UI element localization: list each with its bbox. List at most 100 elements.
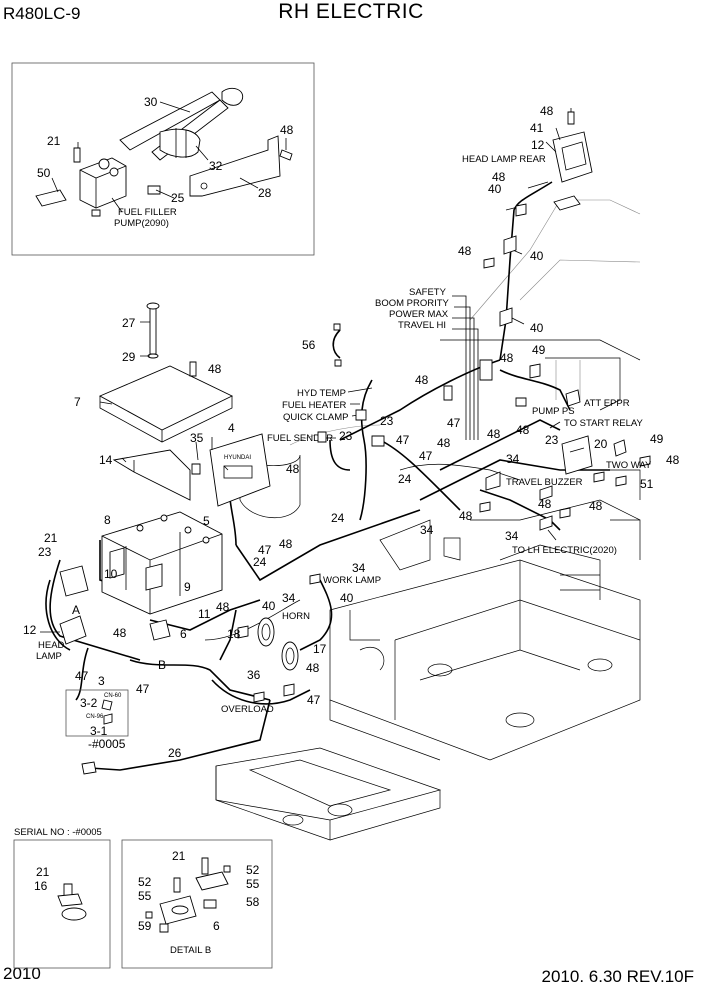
bolt-48a bbox=[279, 149, 293, 161]
label-58: 58 bbox=[246, 895, 260, 909]
label-34-c: 34 bbox=[352, 561, 366, 575]
label-att-eppr: ATT EPPR bbox=[584, 398, 630, 409]
head-lamp-12 bbox=[59, 615, 87, 645]
label-48-n: 48 bbox=[589, 499, 603, 513]
battery-area: HYUNDAI 27 29 48 7 35 4 14 8 5 21 23 10 … bbox=[38, 302, 271, 617]
label-21: 21 bbox=[47, 134, 61, 148]
label-fuel-heater: FUEL HEATER bbox=[282, 400, 347, 411]
horn-right bbox=[281, 641, 299, 671]
label-48-j: 48 bbox=[487, 427, 501, 441]
label-12: 12 bbox=[531, 138, 545, 152]
label-48-f: 48 bbox=[500, 351, 514, 365]
bolt-48-d bbox=[483, 257, 495, 269]
revision-stamp: 2010. 6.30 REV.10F bbox=[541, 967, 695, 986]
batteries bbox=[101, 511, 223, 615]
label-27: 27 bbox=[122, 316, 136, 330]
label-52-a: 52 bbox=[246, 863, 260, 877]
label-47-b: 47 bbox=[419, 449, 433, 463]
label-hyd-temp: HYD TEMP bbox=[297, 388, 346, 399]
label-26: 26 bbox=[168, 746, 182, 760]
label-16: 16 bbox=[34, 879, 48, 893]
head-lamp-rear: 48 41 12 HEAD LAMP REAR 48 40 bbox=[462, 104, 593, 211]
fuel-sender bbox=[317, 431, 327, 443]
label-48-p: 48 bbox=[279, 537, 293, 551]
label-fuel-filler: FUEL FILLER bbox=[118, 207, 177, 218]
label-51: 51 bbox=[640, 477, 654, 491]
label-50: 50 bbox=[37, 166, 51, 180]
label-overload: OVERLOAD bbox=[221, 704, 274, 715]
label-pump-2090: PUMP(2090) bbox=[114, 218, 169, 229]
battery-relay-A bbox=[59, 565, 89, 597]
right-components: 48 40 40 ATT EPPR PUMP PS TO START RELAY… bbox=[420, 203, 680, 556]
label-48-s: 48 bbox=[113, 626, 127, 640]
label-25: 25 bbox=[171, 191, 185, 205]
label-47-c: 47 bbox=[258, 543, 272, 557]
label-48-c: 48 bbox=[492, 170, 506, 184]
label-48: 48 bbox=[280, 123, 294, 137]
label-travel-buzzer: TRAVEL BUZZER bbox=[506, 477, 583, 488]
label-47-a2: 47 bbox=[396, 433, 410, 447]
label-23-d: 23 bbox=[38, 545, 52, 559]
label-48-r: 48 bbox=[306, 661, 320, 675]
sensor-labels: SAFETY BOOM PRORITY POWER MAX TRAVEL HI bbox=[375, 287, 479, 440]
label-21-d: 21 bbox=[172, 849, 186, 863]
label-23-c: 23 bbox=[545, 433, 559, 447]
label-horn: HORN bbox=[282, 611, 310, 622]
label-47-d: 47 bbox=[75, 669, 89, 683]
label-34-d: 34 bbox=[282, 591, 296, 605]
label-21-c: 21 bbox=[36, 865, 50, 879]
att-eppr bbox=[565, 389, 581, 407]
label-47-e: 47 bbox=[136, 682, 150, 696]
page-number: 2010 bbox=[3, 964, 41, 983]
label-40-a: 40 bbox=[488, 182, 502, 196]
plate-55-top bbox=[195, 871, 229, 891]
label-34-e: 34 bbox=[505, 529, 519, 543]
label-detail-b: DETAIL B bbox=[170, 945, 211, 956]
serial-box bbox=[13, 839, 111, 969]
label-48-o: 48 bbox=[459, 509, 473, 523]
label-work-lamp: WORK LAMP bbox=[323, 575, 381, 586]
label-24-b: 24 bbox=[331, 511, 345, 525]
bolt-48-top bbox=[567, 111, 575, 125]
bolt-21a bbox=[73, 147, 81, 163]
label-47-a: 47 bbox=[447, 416, 461, 430]
label-24-c: 24 bbox=[253, 555, 267, 569]
cap-25 bbox=[147, 185, 161, 195]
label-48-d: 48 bbox=[458, 244, 472, 258]
label-48-e: 48 bbox=[208, 362, 222, 376]
label-fuel-sender: FUEL SENDER bbox=[267, 433, 333, 444]
hose-end bbox=[221, 87, 244, 106]
battery-brand: HYUNDAI bbox=[224, 455, 251, 461]
label-serial-range: -#0005 bbox=[88, 737, 126, 751]
label-quick-clamp: QUICK CLAMP bbox=[283, 412, 348, 423]
label-11: 11 bbox=[198, 607, 211, 621]
label-20: 20 bbox=[594, 437, 608, 451]
label-52-b: 52 bbox=[138, 875, 152, 889]
battery-switch-6 bbox=[149, 619, 171, 641]
label-29: 29 bbox=[122, 350, 136, 364]
label-55-a: 55 bbox=[246, 877, 260, 891]
label-cn96: CN-96 bbox=[86, 714, 104, 720]
label-34-b: 34 bbox=[420, 523, 434, 537]
label-48-lamp: 48 bbox=[540, 104, 554, 118]
label-pump-ps: PUMP PS bbox=[532, 406, 575, 417]
left-lower: 12 HEAD LAMP 47 3 47 3-2 CN-60 CN-96 3-1… bbox=[23, 615, 182, 775]
label-lamp: LAMP bbox=[36, 651, 62, 662]
serial-detail: SERIAL NO : -#0005 21 16 bbox=[13, 827, 111, 969]
label-40-d: 40 bbox=[340, 591, 354, 605]
label-safety: SAFETY bbox=[409, 287, 447, 298]
label-47-f: 47 bbox=[307, 693, 321, 707]
label-40-c: 40 bbox=[530, 321, 544, 335]
label-48-h: 48 bbox=[286, 462, 300, 476]
label-power-max: POWER MAX bbox=[389, 309, 449, 320]
label-30: 30 bbox=[144, 95, 158, 109]
label-48-m: 48 bbox=[538, 497, 552, 511]
two-way-switch bbox=[613, 439, 627, 457]
label-55-b: 55 bbox=[138, 889, 152, 903]
middle-labels: 56 HYD TEMP FUEL HEATER QUICK CLAMP FUEL… bbox=[267, 323, 546, 486]
label-14: 14 bbox=[99, 453, 113, 467]
label-35: 35 bbox=[190, 431, 204, 445]
label-28: 28 bbox=[258, 186, 272, 200]
model-code: R480LC-9 bbox=[3, 4, 81, 23]
label-3-1: 3-1 bbox=[90, 724, 108, 738]
